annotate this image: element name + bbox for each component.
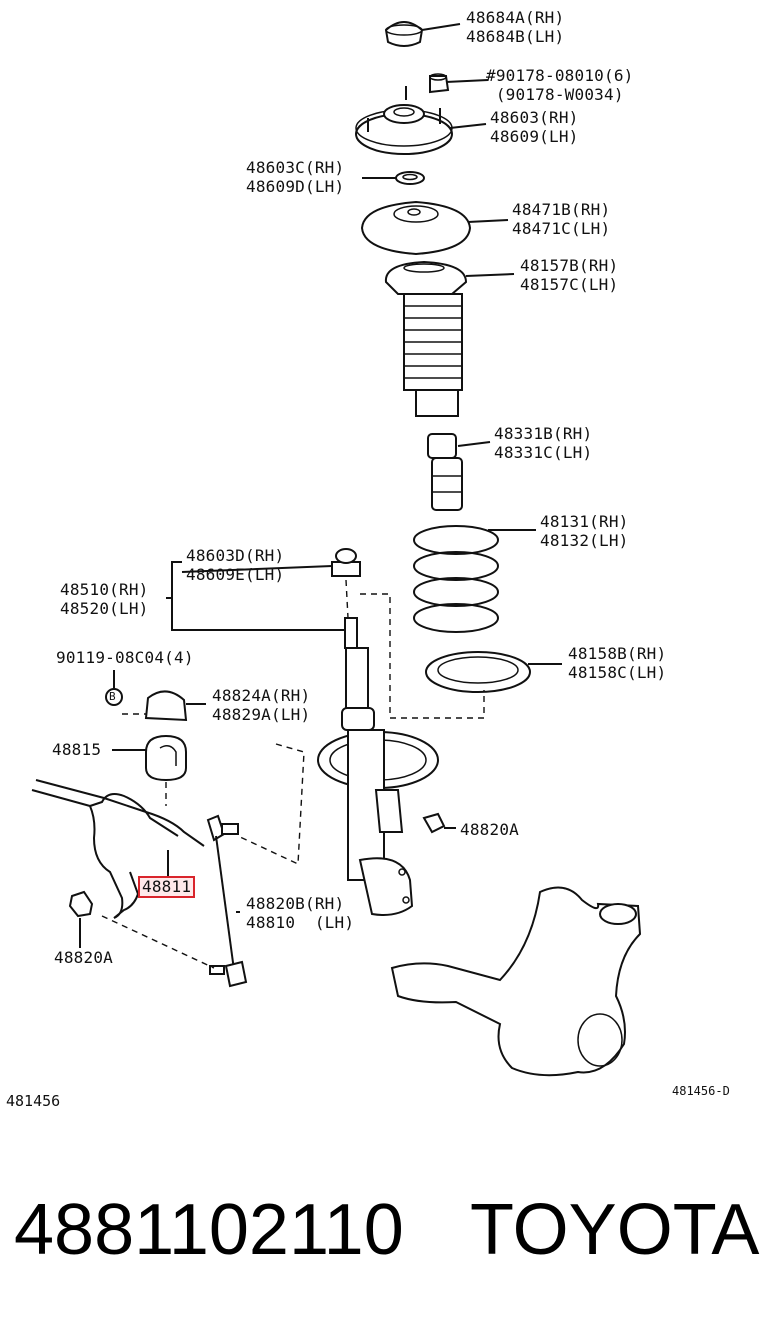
diagram-ref-right: 481456-D	[672, 1084, 730, 1098]
label-bearing: 48603C(RH) 48609D(LH)	[246, 158, 344, 196]
dust-boot-part[interactable]	[384, 260, 468, 417]
label-bolt-marker: B	[109, 690, 116, 703]
label-strut-nut-lh: 48609E(LH)	[186, 565, 285, 584]
label-bracket: 48824A(RH) 48829A(LH)	[212, 686, 310, 724]
label-seat-upper-lh: 48471C(LH)	[512, 219, 611, 238]
label-spring-lh: 48132(LH)	[540, 531, 629, 550]
label-seat-lower: 48158B(RH) 48158C(LH)	[568, 644, 666, 682]
label-strut-lh: 48520(LH)	[60, 599, 149, 618]
label-support-lh: 48609(LH)	[490, 127, 579, 146]
label-bolt: 90119-08C04(4)	[56, 648, 194, 667]
strut-nut-part[interactable]	[331, 548, 361, 577]
bracket-part[interactable]	[144, 690, 188, 722]
label-cap-rh: 48684A(RH)	[466, 8, 565, 27]
label-seat-lower-rh: 48158B(RH)	[568, 644, 667, 663]
label-strut-rh: 48510(RH)	[60, 580, 149, 599]
label-bearing-lh: 48609D(LH)	[246, 177, 345, 196]
label-seat-lower-lh: 48158C(LH)	[568, 663, 667, 682]
label-strut-nut-rh: 48603D(RH)	[186, 546, 285, 565]
part-number: 4881102110	[14, 1190, 404, 1270]
stabilizer-link-part[interactable]	[206, 814, 248, 988]
label-bumper: 48331B(RH) 48331C(LH)	[494, 424, 592, 462]
label-bearing-rh: 48603C(RH)	[246, 158, 345, 177]
lower-spring-seat-part[interactable]	[425, 651, 531, 693]
label-spring: 48131(RH) 48132(LH)	[540, 512, 629, 550]
label-cap: 48684A(RH) 48684B(LH)	[466, 8, 564, 46]
bearing-part[interactable]	[395, 171, 425, 185]
leader-lines	[79, 23, 562, 948]
label-bumper-rh: 48331B(RH)	[494, 424, 593, 443]
bushing-part[interactable]	[145, 734, 187, 782]
label-seat-upper-rh: 48471B(RH)	[512, 200, 611, 219]
nut-48820a-left-part[interactable]	[68, 890, 94, 918]
nut-48820a-right-part[interactable]	[422, 812, 446, 834]
label-link: 48820B(RH) 48810 (LH)	[246, 894, 354, 932]
label-nut-top-2: (90178-W0034)	[486, 85, 624, 104]
shock-absorber-part[interactable]	[317, 617, 439, 916]
bolt-marker-icon	[105, 688, 123, 706]
label-seat-upper: 48471B(RH) 48471C(LH)	[512, 200, 610, 238]
label-support: 48603(RH) 48609(LH)	[490, 108, 579, 146]
label-nut-top-1: #90178-08010(6)	[486, 66, 634, 85]
label-link-lh: 48810 (LH)	[246, 913, 355, 932]
upper-spring-seat-part[interactable]	[360, 200, 472, 256]
assembly-lines	[101, 579, 485, 969]
label-boot: 48157B(RH) 48157C(LH)	[520, 256, 618, 294]
brand-name: TOYOTA	[470, 1190, 760, 1270]
steering-knuckle-part[interactable]	[390, 886, 642, 1077]
label-boot-rh: 48157B(RH)	[520, 256, 619, 275]
label-strut: 48510(RH) 48520(LH)	[60, 580, 149, 618]
bump-stopper-part[interactable]	[427, 433, 463, 511]
coil-spring-part[interactable]	[413, 525, 499, 633]
label-spring-rh: 48131(RH)	[540, 512, 629, 531]
label-cap-lh: 48684B(LH)	[466, 27, 565, 46]
label-support-rh: 48603(RH)	[490, 108, 579, 127]
label-bumper-lh: 48331C(LH)	[494, 443, 593, 462]
label-bushing: 48815	[52, 740, 102, 759]
label-nut-top: #90178-08010(6) (90178-W0034)	[486, 66, 634, 104]
stabilizer-bar-part[interactable]	[31, 779, 205, 919]
label-nut-right: 48820A	[460, 820, 519, 839]
label-stabilizer-bar[interactable]: 48811	[138, 876, 196, 898]
label-link-rh: 48820B(RH)	[246, 894, 345, 913]
suspension-support-part[interactable]	[355, 86, 453, 155]
label-bracket-lh: 48829A(LH)	[212, 705, 311, 724]
dust-cap-part[interactable]	[384, 21, 424, 47]
label-nut-left: 48820A	[54, 948, 113, 967]
label-bracket-rh: 48824A(RH)	[212, 686, 311, 705]
label-strut-nut: 48603D(RH) 48609E(LH)	[186, 546, 284, 584]
upper-nut-part[interactable]	[429, 73, 450, 94]
diagram-ref-left: 481456	[6, 1092, 61, 1110]
label-boot-lh: 48157C(LH)	[520, 275, 619, 294]
